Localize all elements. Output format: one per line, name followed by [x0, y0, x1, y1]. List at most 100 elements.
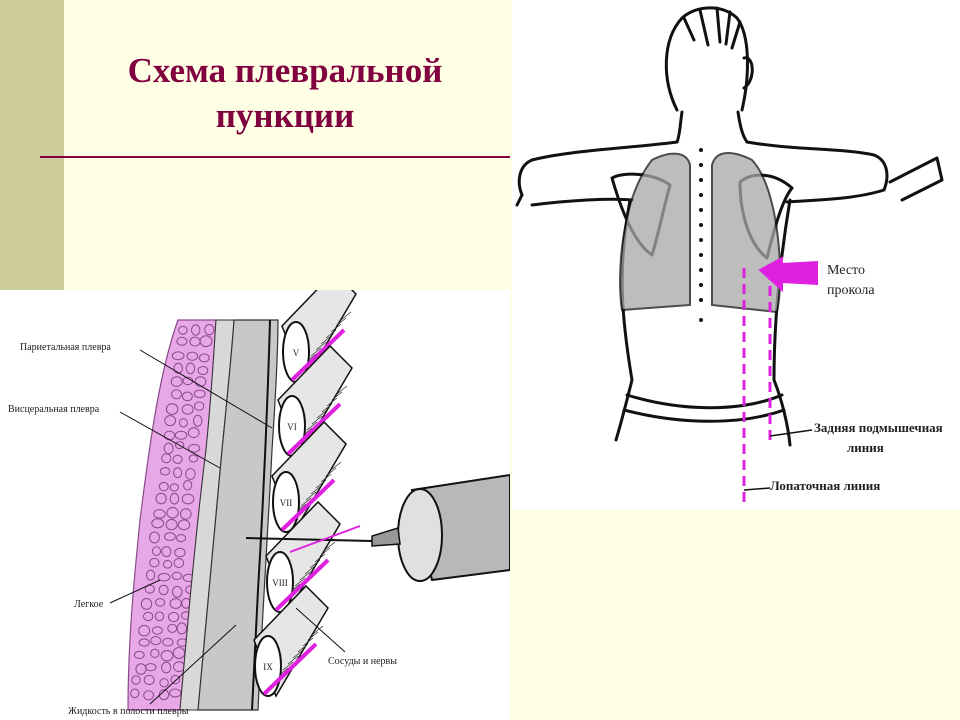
- lung-cell: [151, 518, 165, 529]
- lung-cell: [161, 546, 172, 558]
- lung-cell: [197, 366, 209, 375]
- puncture-label-1: Место: [827, 263, 865, 278]
- lung-cell: [157, 573, 171, 582]
- lung-cell: [177, 519, 191, 531]
- lung-cell: [185, 362, 196, 375]
- lung-cell: [194, 376, 207, 387]
- lung-cell: [171, 351, 185, 361]
- puncture-label-2: прокола: [827, 283, 875, 298]
- rib-hatch: [305, 491, 317, 501]
- lung-cell: [176, 336, 188, 346]
- rib-hatch: [330, 461, 342, 471]
- right-shoulder: [745, 140, 889, 192]
- lung-cell: [169, 483, 180, 492]
- title-line-1: Схема плевральной: [127, 51, 443, 90]
- rib-cross-section: [254, 635, 282, 697]
- lung-cell: [130, 688, 140, 699]
- back-view-panel: Место прокола Задняя подмышечная линия Л…: [512, 0, 960, 510]
- needle-guide: [289, 525, 361, 553]
- back-view-illustration: Место прокола Задняя подмышечная линия Л…: [515, 6, 944, 508]
- rib-hatch: [287, 655, 299, 665]
- spine: [699, 148, 703, 322]
- lung-cell: [158, 689, 170, 701]
- rib-V: V: [281, 290, 357, 384]
- lung-cell: [164, 532, 176, 541]
- rib-hatch: [311, 415, 323, 425]
- lung-cell: [170, 376, 183, 387]
- lung-cell: [149, 557, 160, 568]
- rib-hatch: [315, 479, 327, 489]
- scapular-line-label: Лопаточная линия: [770, 478, 880, 493]
- rib-hatch: [325, 467, 337, 477]
- rib-hatch: [340, 311, 352, 321]
- lung-cell: [152, 626, 163, 635]
- rib-hatch: [307, 631, 319, 641]
- rib-hatch: [335, 317, 347, 327]
- lung-cell: [159, 678, 169, 688]
- lung-cell: [172, 454, 183, 464]
- rib-IX: IX: [253, 584, 329, 698]
- lung-cell: [169, 492, 180, 505]
- title-underline: [40, 156, 510, 158]
- lung-cell: [182, 391, 193, 402]
- rib-hatch: [321, 403, 333, 413]
- syringe-tip: [371, 527, 401, 547]
- slide-title: Схема плевральной пункции: [70, 48, 500, 138]
- lung-cell: [174, 441, 185, 450]
- axillary-line-label-1: Задняя подмышечная: [814, 420, 943, 435]
- rib-hatch: [336, 385, 348, 395]
- lung-cell: [173, 558, 185, 568]
- label-vessels-nerves: Сосуды и нервы: [328, 656, 397, 667]
- rib-hatch: [315, 341, 327, 351]
- lung-cell: [174, 430, 188, 440]
- neck-left: [675, 110, 684, 144]
- lung-cell: [174, 547, 186, 558]
- rib-hatch: [299, 571, 311, 581]
- rib-label: VII: [280, 498, 293, 508]
- rib-VI: VI: [277, 344, 353, 458]
- rib-hatch: [300, 497, 312, 507]
- rib-hatch: [304, 565, 316, 575]
- lung-cell: [158, 481, 169, 492]
- lung-cell: [181, 404, 194, 415]
- hair: [682, 6, 742, 50]
- rib-vessel: [290, 328, 346, 382]
- rib-vessel: [274, 558, 330, 612]
- parietal-leader: [139, 349, 273, 429]
- lung-leader: [109, 579, 161, 604]
- title-line-2: пункции: [215, 96, 355, 135]
- rib-hatch: [294, 577, 306, 587]
- rib-VII: VII: [271, 420, 347, 534]
- lung-cell: [162, 560, 173, 569]
- lung-cell: [158, 584, 169, 596]
- lung-cell: [160, 650, 174, 662]
- lung-cell: [143, 690, 155, 701]
- rib-hatch: [282, 661, 294, 671]
- rib-hatch: [319, 547, 331, 557]
- label-pleural-fluid: Жидкость в полости плевры: [68, 706, 189, 717]
- lung-cell: [187, 427, 200, 439]
- rib-vessel: [286, 402, 342, 456]
- lung-cell: [180, 508, 192, 520]
- lung-cell: [153, 509, 166, 519]
- lung-cell: [198, 353, 210, 363]
- neck-right: [736, 110, 749, 144]
- lung-cell: [185, 468, 196, 480]
- right-arm: [785, 156, 944, 204]
- lung-cell: [138, 638, 150, 647]
- lung-cell: [204, 324, 215, 336]
- left-shoulder: [517, 140, 679, 197]
- lung-cell: [150, 648, 160, 658]
- lung-cell: [133, 650, 145, 659]
- rib-vessel: [280, 478, 336, 532]
- fluid-leader: [149, 624, 237, 705]
- rib-hatch: [310, 347, 322, 357]
- axillary-leader: [769, 429, 813, 437]
- lung-cell: [165, 403, 179, 415]
- rib-hatch: [297, 643, 309, 653]
- lung-cell: [188, 454, 199, 463]
- waistband: [622, 393, 786, 423]
- lung-cell: [199, 335, 213, 348]
